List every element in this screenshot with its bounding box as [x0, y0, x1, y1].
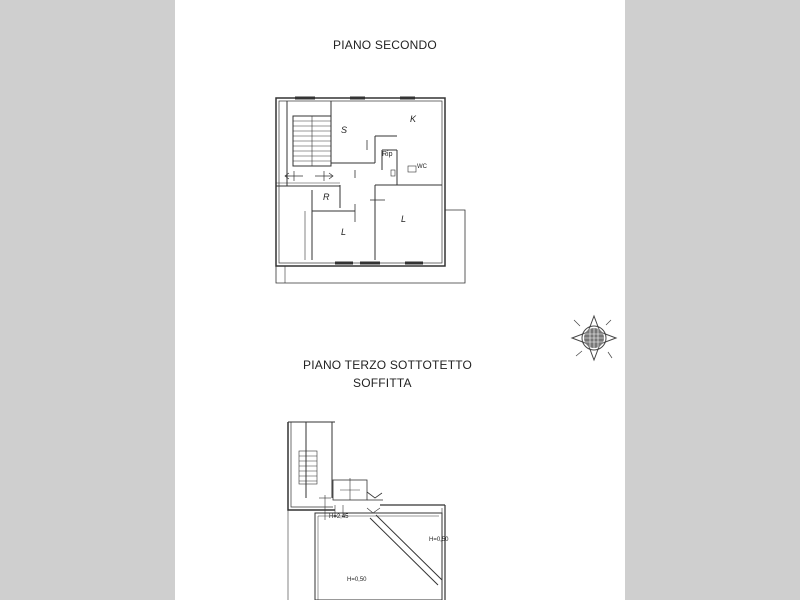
room-label-s: S [341, 125, 348, 135]
height-label-right: H=0,50 [429, 537, 449, 543]
room-label-k: K [410, 114, 417, 124]
attic-floor-plan [287, 421, 446, 600]
room-label-rip: Rip [382, 151, 393, 158]
attic-floor-subtitle: SOFFITTA [353, 376, 412, 390]
height-label-entrance: H=2,45 [329, 514, 349, 520]
second-floor-plan [275, 96, 466, 284]
room-label-wc: WC [417, 164, 427, 170]
room-label-r: R [323, 192, 330, 202]
second-floor-title: PIANO SECONDO [333, 38, 437, 52]
room-label-l1: L [341, 227, 347, 237]
floor-plan-sheet: PIANO SECONDO PIANO TERZO SOTTOTETTO SOF… [175, 0, 625, 600]
compass-rose-icon [570, 314, 618, 362]
attic-floor-title: PIANO TERZO SOTTOTETTO [303, 358, 473, 372]
height-label-bottom: H=0,50 [347, 577, 367, 583]
room-label-l2: L [401, 214, 407, 224]
